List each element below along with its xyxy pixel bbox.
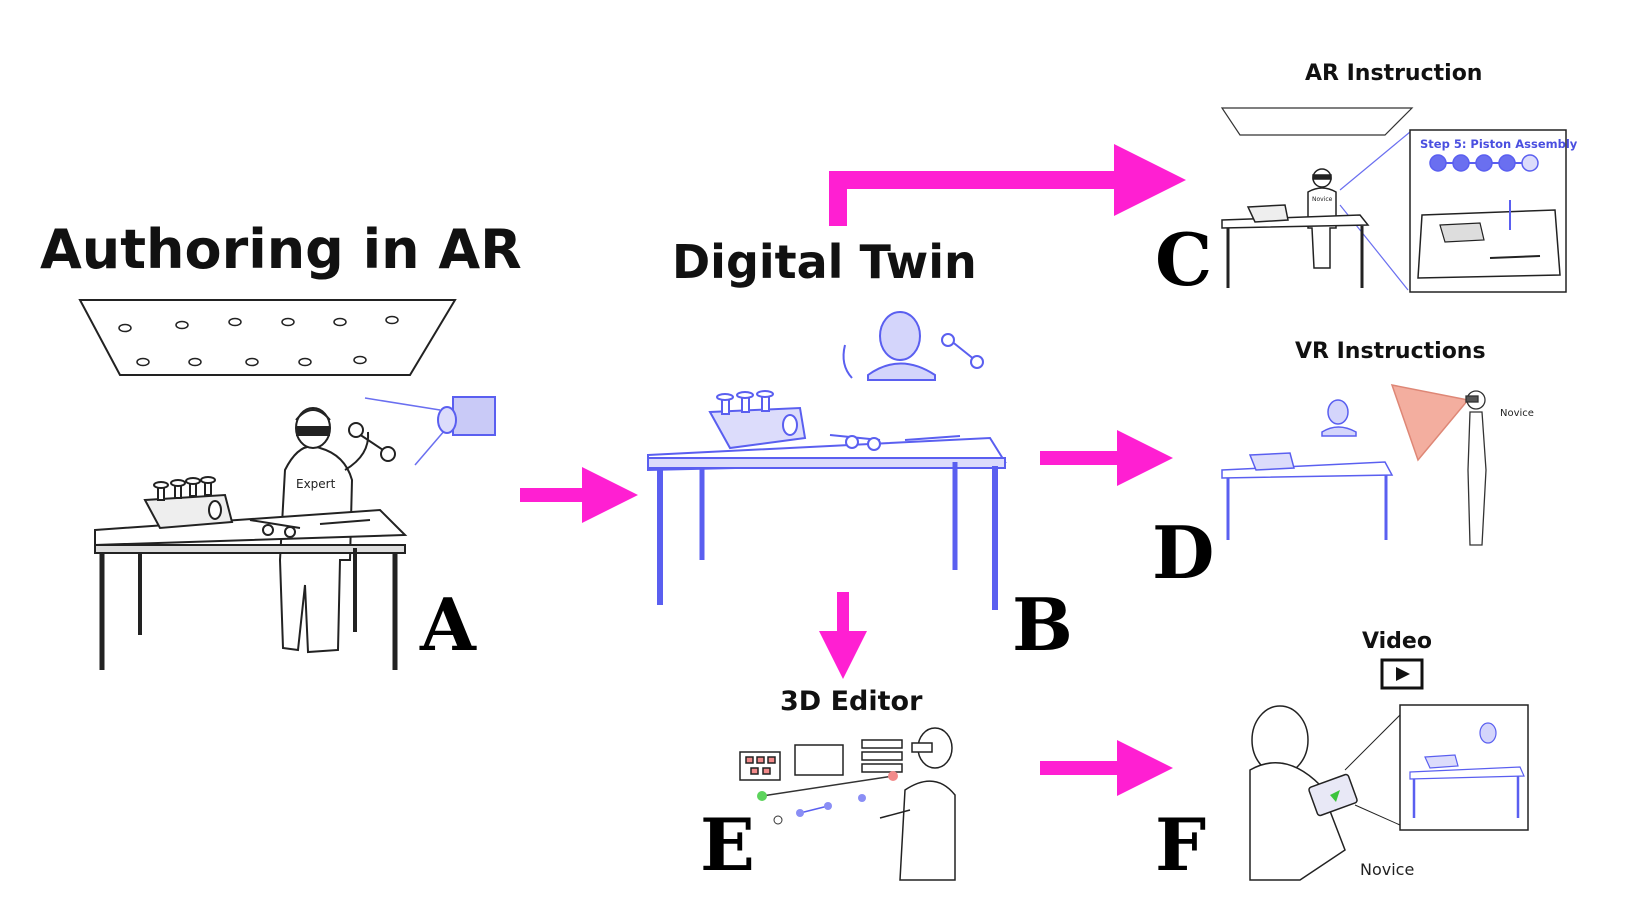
panel-b-digital-twin: Digital Twin: [647, 235, 1073, 667]
novice-label-d: Novice: [1500, 408, 1534, 419]
avatar-small-d: [1321, 399, 1357, 437]
vr-instructions-title: VR Instructions: [1295, 339, 1486, 364]
letter-b: B: [1012, 582, 1073, 667]
novice-figure-c: Novice: [1307, 168, 1337, 269]
ar-overlay-frame: Step 5: Piston Assembly: [1409, 129, 1578, 293]
video-title: Video: [1362, 629, 1432, 654]
step-label: Step 5: Piston Assembly: [1420, 137, 1578, 151]
video-frame: [1399, 704, 1529, 831]
letter-d: D: [1152, 510, 1214, 595]
panel-d-vr-instructions: VR Instructions Novice D: [1152, 339, 1534, 595]
table-d: [1221, 452, 1394, 540]
novice-figure-f: Novice: [1249, 705, 1414, 881]
panel-f-video: Video Novice F: [1155, 629, 1529, 887]
avatar-head: [842, 311, 984, 381]
video-view-line-bottom: [1354, 804, 1401, 826]
step-progress: [1429, 154, 1539, 172]
play-icon: [1380, 658, 1424, 690]
table-a: [94, 476, 408, 670]
ceiling-panel-a: [78, 299, 457, 376]
expert-label: Expert: [296, 477, 336, 491]
vr-view-frustum: [1390, 384, 1470, 462]
ar-instruction-title: AR Instruction: [1305, 61, 1482, 86]
novice-label-c: Novice: [1312, 196, 1333, 203]
ceiling-panel-c: [1220, 107, 1414, 136]
panel-e-3d-editor: 3D Editor: [700, 686, 956, 887]
ceiling-holes-a: [118, 315, 399, 367]
table-c: [1221, 204, 1370, 288]
digital-twin-title: Digital Twin: [672, 235, 977, 289]
editor-panels: [739, 739, 903, 781]
editor-title: 3D Editor: [780, 686, 923, 717]
novice-figure-d: Novice: [1465, 390, 1534, 546]
authoring-title: Authoring in AR: [40, 218, 522, 281]
letter-c: C: [1155, 217, 1212, 302]
editor-timeline: [757, 771, 898, 825]
letter-a: A: [419, 582, 477, 667]
video-view-line-top: [1344, 714, 1401, 771]
panel-c-ar-instruction: AR Instruction Novice Step 5: Piston Ass…: [1155, 61, 1578, 302]
panel-a-authoring: Authoring in AR Expert: [40, 218, 522, 670]
letter-f: F: [1155, 802, 1206, 887]
camera-icon: [364, 396, 496, 466]
ar-view-line-top: [1339, 131, 1411, 191]
editor-user-figure: [879, 727, 956, 881]
arrow-b-to-c: [829, 144, 1186, 226]
letter-e: E: [700, 802, 755, 887]
novice-label-f: Novice: [1360, 860, 1414, 879]
wrench-icon: [348, 422, 396, 462]
table-b: [647, 390, 1007, 610]
